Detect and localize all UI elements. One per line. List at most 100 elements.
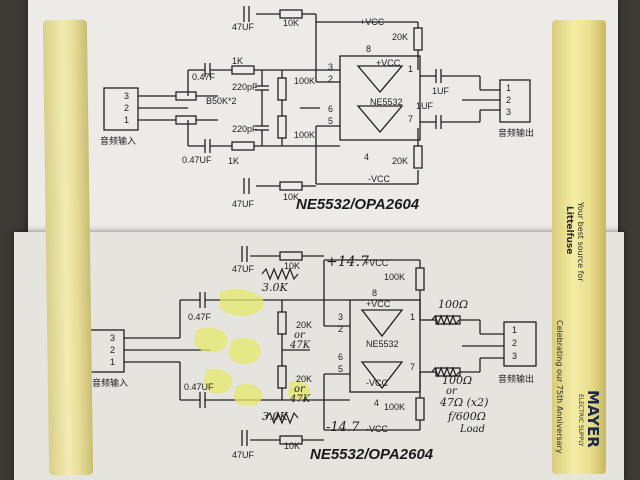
top-opamp-a [356,65,404,94]
bottom-opamp-a [360,309,404,338]
bottom-cap-047-b: 0.47UF [184,382,214,392]
top-r-10k-b: 10K [283,192,300,202]
top-input-label: 音频输入 [100,136,137,146]
bottom-out-pin-1: 1 [512,325,518,335]
top-out-pin-1: 1 [506,83,512,93]
pencil-celebrating: Celebrating our 75th Anniversary [555,320,564,454]
bottom-chip-label: NE5532 [366,339,399,349]
bottom-schematic-title: NE5532/OPA2604 [310,446,434,463]
top-supply-pos-label: +VCC [360,17,385,27]
top-opamp-b [356,105,404,134]
bottom-in-pin-2: 2 [110,345,116,355]
hand-note-3: Load [460,424,486,435]
top-r-1k-b: 1K [228,156,240,166]
bottom-r-20k-b: 20K [296,374,313,384]
hand-vpos: +14.7 [326,254,369,270]
top-r-100k-b: 100K [294,130,316,140]
bottom-cap-047-label: 0.47F [188,312,212,322]
paper-sheet-bottom [14,232,624,480]
bottom-out-pin-3: 3 [512,351,518,361]
bottom-opamp-pos: +VCC [366,299,391,309]
hand-vneg: -14.7 [326,420,360,435]
bottom-input-connector [89,329,125,373]
pencil-subbrand: ELECTRIC SUPPLY [577,394,584,447]
hand-47k-a: 47K [290,340,311,351]
hand-note-2: f/600Ω [448,410,486,423]
top-in-pin-1: 1 [124,115,130,125]
bottom-pin-1: 1 [410,312,416,322]
hand-r-bottom: 3.0K [262,410,288,423]
bottom-output-connector [503,321,537,367]
handwritten-resistors [261,267,460,425]
pencil-right: Your best source for Littelfuse Celebrat… [552,20,606,474]
top-r-20k-b: 20K [392,156,409,166]
bottom-opamp-b [360,361,404,390]
bottom-supply-neg-label: -VCC [366,424,388,434]
bottom-r-10k-label: 10K [284,261,301,271]
bottom-cap-47uf-label: 47UF [232,264,255,274]
hand-100-a: 100Ω [438,298,469,311]
top-opamp-chip [339,55,421,141]
top-pin-3: 3 [328,62,334,72]
highlighter-marks [194,288,311,406]
bottom-opamp-chip [349,299,421,393]
top-cap-1uf-b: 1UF [416,101,434,111]
hand-or-b: or [294,384,305,395]
bottom-r-20k-label: 20K [296,320,313,330]
bottom-in-pin-3: 3 [110,333,116,343]
top-pin-8: 8 [366,44,372,54]
bottom-cap-47uf-b: 47UF [232,450,255,460]
bottom-pin-3: 3 [338,312,344,322]
top-r-20k-label: 20K [392,32,409,42]
top-out-pin-2: 2 [506,95,512,105]
top-cap-47uf-label: 47UF [232,22,255,32]
bottom-pin-4: 4 [374,398,380,408]
top-pin-7: 7 [408,114,414,124]
hand-or-a: or [294,330,305,341]
pencil-slogan: Your best source for [576,202,585,282]
top-supply-neg-label: -VCC [368,174,390,184]
hand-100-b: 100Ω [442,374,473,387]
bottom-opamp-neg: -VCC [366,378,388,388]
top-out-pin-3: 3 [506,107,512,117]
bottom-r-100k-b: 100K [384,402,406,412]
top-pin-5: 5 [328,116,334,126]
top-cap-220pf-b: 220pF [232,124,258,134]
hand-r-top: 3.0K [262,281,288,294]
top-output-label: 音频输出 [498,128,535,138]
bottom-r-10k-b: 10K [284,441,301,451]
pencil-brand: MAYER [584,390,602,448]
top-pin-2: 2 [328,74,334,84]
bottom-supply-pos-label: +VCC [364,258,389,268]
bottom-r-100k-label: 100K [384,272,406,282]
pencil-littelfuse: Littelfuse [564,206,574,255]
top-schematic-title: NE5532/OPA2604 [296,196,420,213]
pencil-left [42,19,94,476]
top-opamp-pos: +VCC [376,58,401,68]
bottom-pin-2: 2 [338,324,344,334]
top-schematic-wires [103,6,531,194]
top-cap-220pf-label: 220pF [232,82,258,92]
bottom-pin-5: 5 [338,364,344,374]
bottom-in-pin-1: 1 [110,357,116,367]
top-r-100k-label: 100K [294,76,316,86]
hand-or-c: or [446,386,457,397]
top-cap-047-b: 0.47UF [182,155,212,165]
bottom-input-label: 音频输入 [92,378,129,388]
top-r-1k-label: 1K [232,56,244,66]
top-pin-1: 1 [408,64,414,74]
bottom-pin-8: 8 [372,288,378,298]
bottom-output-label: 音频输出 [498,374,535,384]
top-input-connector [103,87,139,131]
top-cap-47uf-b: 47UF [232,199,255,209]
top-in-pin-3: 3 [124,91,130,101]
top-in-pin-2: 2 [124,103,130,113]
bottom-out-pin-2: 2 [512,338,518,348]
top-pin-6: 6 [328,104,334,114]
top-output-connector [499,79,531,123]
top-pot-label: B50K*2 [206,96,237,106]
hand-note-1: 47Ω (x2) [440,396,489,409]
hand-47k-b: 47K [290,394,311,405]
